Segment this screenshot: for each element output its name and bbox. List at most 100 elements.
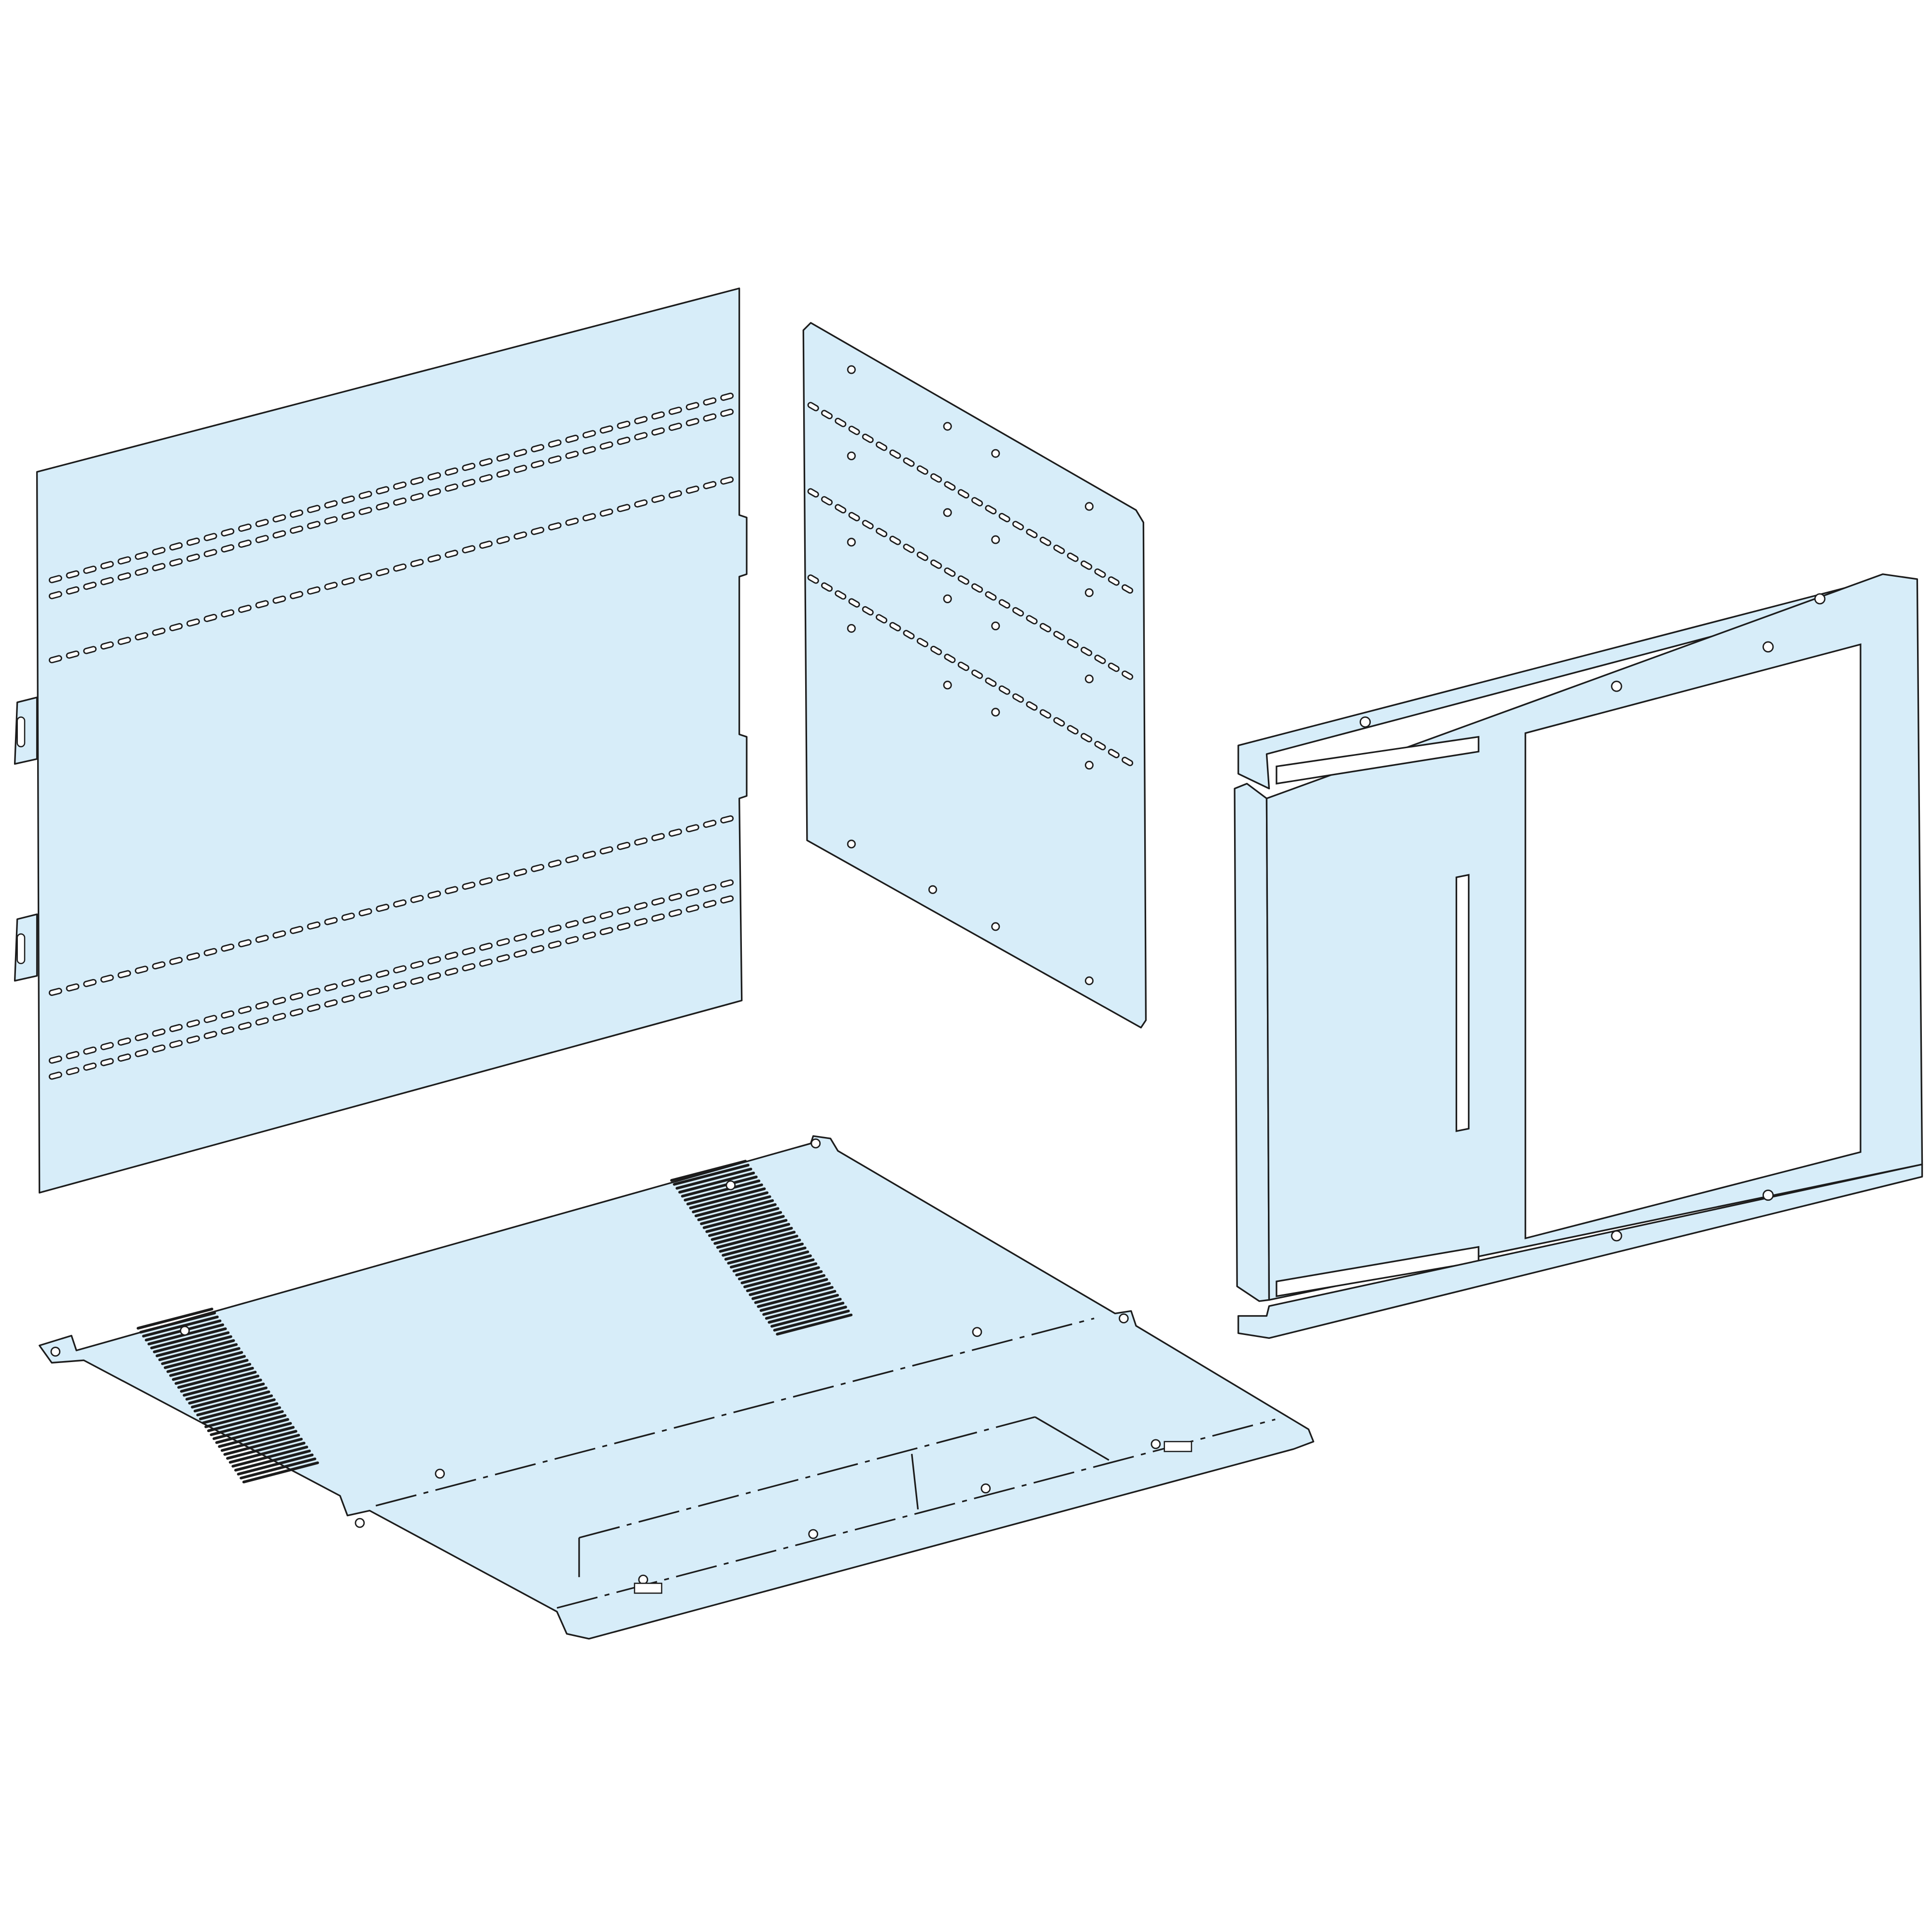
perforation-slot — [479, 958, 493, 967]
perforation-slot — [238, 523, 252, 532]
perforation-slot — [1080, 647, 1093, 656]
vent-slot — [201, 1402, 279, 1424]
perforation-slot — [135, 568, 148, 576]
vent-slot — [210, 1414, 287, 1436]
vent-slot — [700, 1203, 777, 1225]
perforation-slot — [100, 641, 114, 650]
cutout-outline — [578, 1416, 1109, 1577]
mounting-hole — [991, 922, 1000, 931]
perforation-slot — [307, 921, 321, 930]
perforation-slot — [957, 575, 969, 585]
perforation-slot — [1067, 725, 1079, 735]
perforation-slot — [685, 418, 699, 426]
vent-slot — [765, 1297, 842, 1320]
perforation-slot — [186, 1019, 200, 1028]
perforation-slot — [341, 495, 355, 504]
mounting-hole — [355, 1518, 365, 1528]
perforation-slot — [135, 632, 148, 640]
perforation-slot — [66, 586, 80, 595]
perforation-slot — [186, 1035, 200, 1044]
perforation-slot — [634, 837, 648, 846]
perforation-slot — [1122, 670, 1134, 680]
perforation-slot — [634, 416, 648, 425]
perforation-slot — [513, 868, 527, 877]
perforation-slot — [903, 630, 915, 639]
perforation-slot — [668, 490, 682, 498]
perforation-slot — [376, 502, 390, 511]
perforation-slot — [944, 653, 956, 663]
perforation-slot — [152, 1044, 166, 1053]
mounting-hole — [847, 624, 856, 633]
perforation-slot — [410, 559, 424, 568]
perforation-slot — [685, 824, 699, 833]
perforation-slot — [358, 507, 372, 515]
vent-slot — [153, 1331, 230, 1353]
perforation-slot — [807, 574, 819, 584]
perforation-slot — [703, 900, 717, 909]
mounting-hole — [980, 1483, 991, 1493]
mounting-hole — [847, 365, 856, 374]
perforation-slot — [565, 517, 579, 526]
perforation-slot — [513, 950, 527, 958]
perforation-slot — [169, 558, 183, 567]
vent-slot — [710, 1219, 788, 1241]
perforation-slot — [221, 528, 235, 537]
perforation-slot — [1026, 701, 1038, 711]
perforation-slot — [410, 493, 424, 501]
perforation-slot — [427, 956, 441, 965]
perforation-slot — [135, 1049, 148, 1057]
perforation-slot — [634, 918, 648, 926]
perforation-slot — [255, 1017, 269, 1026]
perforation-slot — [117, 637, 131, 645]
perforation-slot — [238, 540, 252, 548]
perforation-slot — [324, 516, 338, 525]
vent-slot — [743, 1266, 820, 1289]
perforation-slot — [341, 511, 355, 520]
perforation-slot — [565, 855, 579, 864]
vent-slot — [722, 1235, 798, 1257]
perforation-slot — [238, 604, 252, 613]
perforation-slot — [117, 572, 131, 581]
vent-slot — [193, 1390, 270, 1413]
perforation-slot — [462, 479, 476, 487]
latch-tab — [634, 1582, 663, 1594]
perforation-slot — [324, 917, 338, 925]
vent-slot — [681, 1175, 758, 1198]
perforation-slot — [513, 933, 527, 942]
mounting-hole — [991, 449, 1000, 458]
mounting-hole — [1814, 593, 1826, 605]
perforation-slot — [48, 591, 62, 599]
vent-slot — [156, 1335, 232, 1357]
vent-slot — [199, 1398, 276, 1421]
perforation-slot — [582, 513, 596, 522]
perforation-slot — [1080, 733, 1093, 742]
perforation-slot — [479, 474, 493, 483]
perforation-slot — [255, 519, 269, 527]
perforation-slot — [862, 606, 874, 616]
vent-slot — [716, 1227, 793, 1249]
perforation-slot — [186, 538, 200, 546]
perforation-slot — [358, 908, 372, 917]
vent-slot — [169, 1355, 246, 1377]
perforation-slot — [703, 481, 717, 489]
perforation-slot — [341, 994, 355, 1003]
mounting-hole — [847, 451, 856, 460]
perforation-slot — [307, 586, 321, 595]
perforation-slot — [117, 970, 131, 979]
perforation-slot — [1012, 693, 1024, 703]
mounting-hole — [943, 508, 952, 517]
perforation-slot — [998, 599, 1010, 609]
perforation-slot — [985, 591, 997, 601]
perforation-slot — [617, 841, 631, 850]
perforation-slot — [152, 1028, 166, 1037]
perforation-slot — [100, 561, 114, 569]
perforation-slot — [848, 511, 860, 522]
mounting-hole — [1085, 976, 1094, 985]
vent-slot — [695, 1195, 771, 1218]
perforation-slot — [582, 446, 596, 455]
perforation-slot — [548, 522, 562, 531]
perforation-slot — [479, 942, 493, 951]
perforation-slot — [821, 496, 833, 506]
perforation-slot — [835, 417, 847, 427]
